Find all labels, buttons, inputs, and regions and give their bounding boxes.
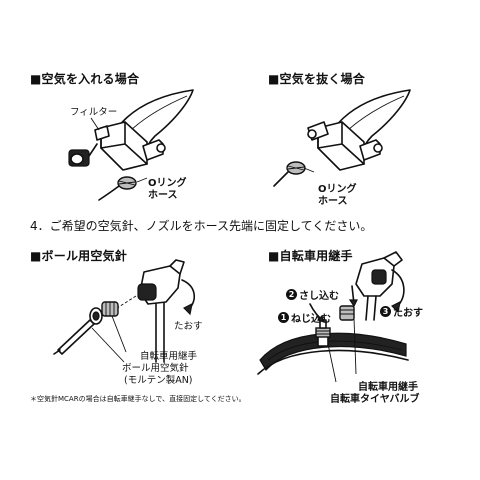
tire-valve-icon	[315, 319, 331, 347]
step2-number-badge: 2	[286, 289, 297, 300]
filter-icon	[68, 143, 98, 167]
ball-adapter-label: 自転車用継手	[140, 351, 198, 362]
air-out-hose-label: ホース	[318, 196, 348, 207]
air-in-illustration	[68, 89, 194, 201]
ball-needle-illustration	[53, 259, 195, 363]
bike-step1: 1 ねじ込む	[278, 310, 331, 325]
bike-adapter-label: 自転車用継手	[358, 382, 418, 393]
air-out-illustration	[273, 89, 411, 187]
step2-label: さし込む	[299, 291, 339, 302]
air-in-hose-label: ホース	[148, 190, 178, 201]
bike-adapter-icon	[101, 301, 119, 317]
needle-nozzle-icon	[89, 307, 103, 325]
step3-label: たおす	[393, 308, 423, 319]
bike-step2: 2 さし込む	[286, 287, 339, 302]
bike-adapter-heading: ■自転車用継手	[268, 249, 353, 263]
ball-footnote: ＊空気針MCARの場合は自転車継手なしで、直接固定してください。	[30, 395, 246, 403]
step4-instruction: 4．ご希望の空気針、ノズルをホース先端に固定してください。	[30, 219, 373, 233]
step1-number-badge: 1	[278, 312, 289, 323]
oring-icon	[117, 176, 137, 190]
bike-valve-label: 自転車タイヤバルブ	[330, 394, 420, 405]
air-out-oring-label: Oリング	[318, 184, 357, 195]
bike-adapter-icon	[339, 305, 355, 321]
air-in-oring-label: Oリング	[148, 178, 187, 189]
air-out-heading: ■空気を抜く場合	[268, 72, 365, 86]
ball-maker-label: (モルテン製AN)	[124, 375, 193, 386]
bike-step3: 3 たおす	[380, 304, 423, 319]
ball-tilt-label: たおす	[174, 321, 203, 332]
oring-icon	[286, 161, 306, 175]
step3-number-badge: 3	[380, 306, 391, 317]
air-in-heading: ■空気を入れる場合	[30, 72, 140, 86]
filter-label: フィルター	[70, 107, 118, 118]
ball-needle-label: ボール用空気針	[122, 363, 189, 374]
ball-needle-heading: ■ボール用空気針	[30, 249, 127, 263]
bike-adapter-illustration	[257, 251, 409, 383]
step1-label: ねじ込む	[291, 314, 331, 325]
